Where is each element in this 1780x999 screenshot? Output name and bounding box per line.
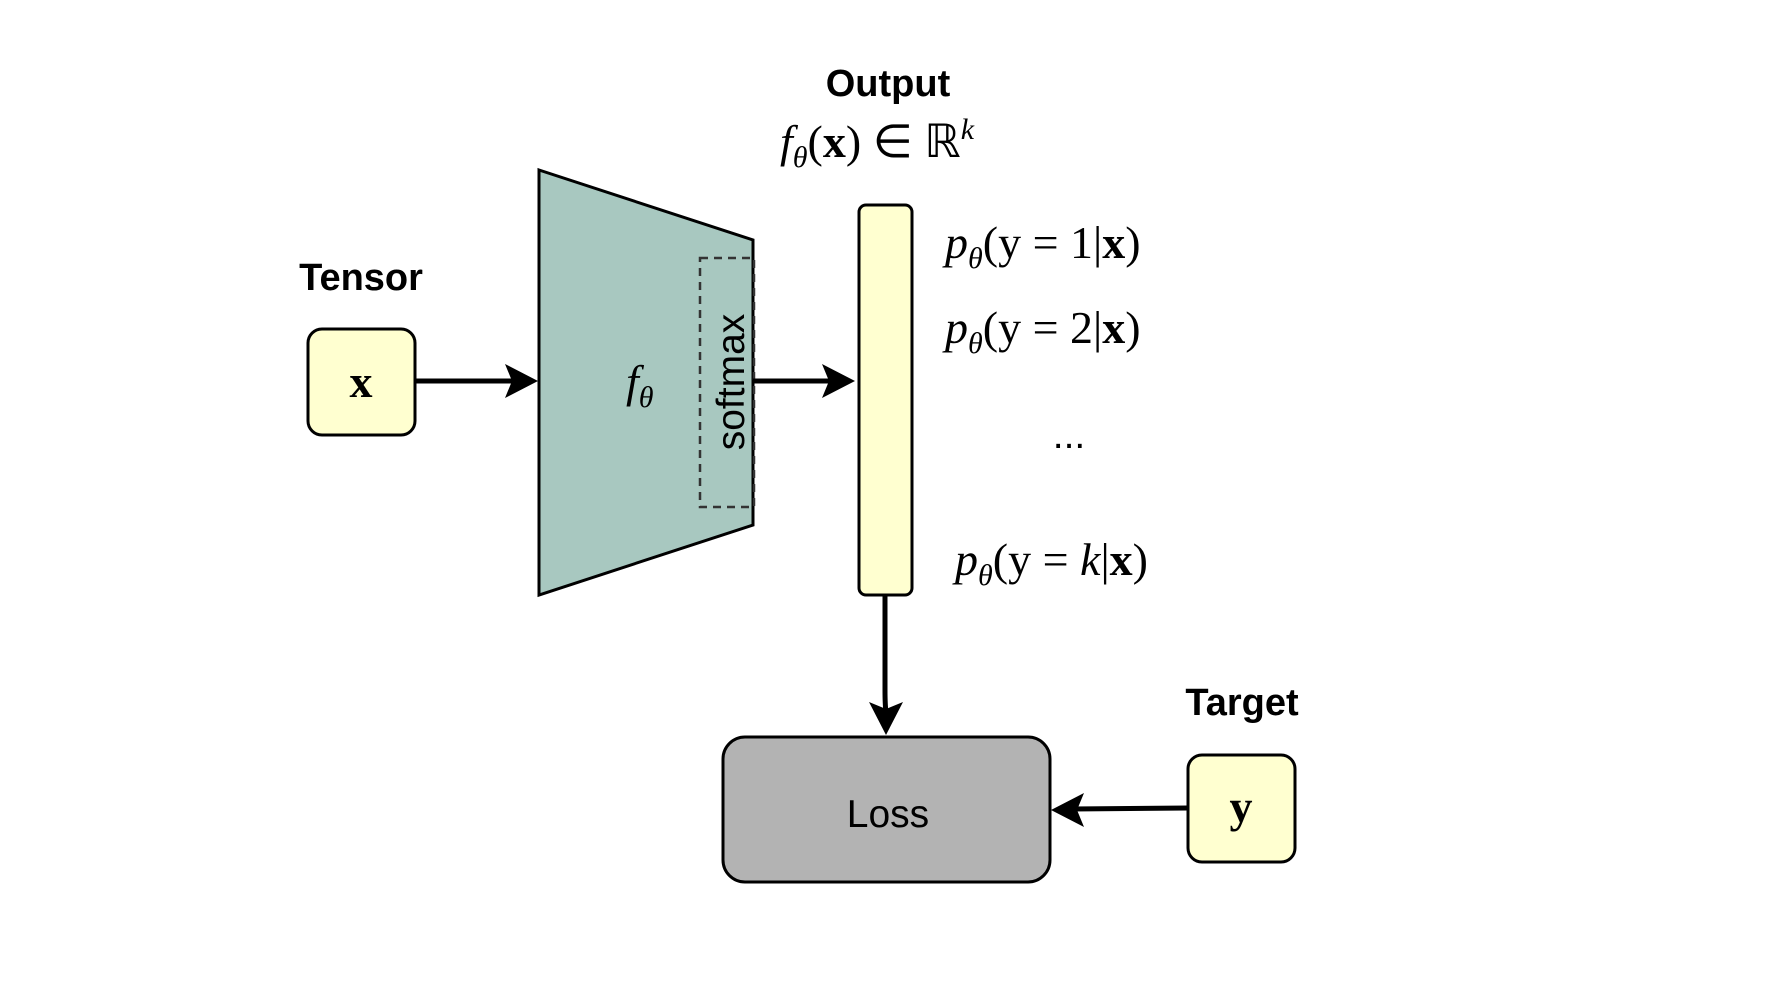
output-expression: fθ(x) ∈ ℝk xyxy=(780,113,975,174)
loss-label: Loss xyxy=(847,793,929,836)
target-y-symbol: y xyxy=(1230,781,1253,832)
prob-label-1: pθ(y = 1|x) xyxy=(942,217,1141,275)
output-vector xyxy=(857,203,914,597)
arrow-target-to-loss xyxy=(1071,805,1189,812)
softmax-box xyxy=(698,256,756,509)
arrow-head-input-to-model xyxy=(505,364,538,398)
prob-label-2: pθ(y = 2|x) xyxy=(942,302,1141,360)
arrow-head-output-to-loss xyxy=(869,702,903,735)
arrow-output-to-loss xyxy=(882,595,889,713)
arrow-head-model-to-output xyxy=(822,364,855,398)
target-heading: Target xyxy=(1185,682,1299,724)
tensor-heading: Tensor xyxy=(299,257,423,299)
softmax-label: softmax xyxy=(710,313,753,450)
prob-ellipsis: ... xyxy=(1053,414,1086,457)
prob-label-k: pθ(y = k|x) xyxy=(952,534,1148,592)
output-heading: Output xyxy=(826,63,951,105)
model-trapezoid xyxy=(537,167,755,598)
input-x-symbol: x xyxy=(350,356,373,407)
loss-box xyxy=(721,735,1052,884)
arrow-head-target-to-loss xyxy=(1051,793,1084,827)
